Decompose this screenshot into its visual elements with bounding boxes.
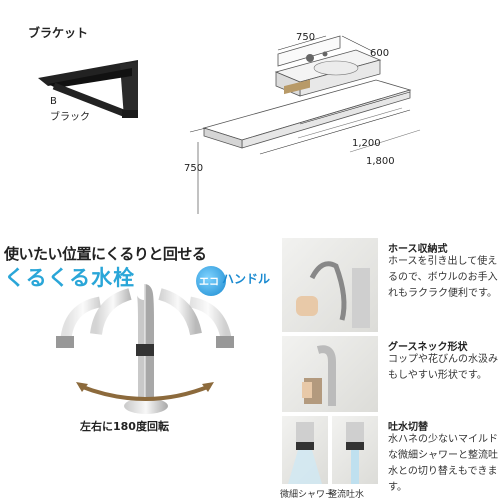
dim-depth: 600 <box>370 48 390 59</box>
dim-length-1800: 1,800 <box>366 156 395 167</box>
hose-storage-photo <box>282 238 378 332</box>
shower-spray-photo <box>282 416 328 484</box>
bracket-title: ブラケット <box>28 26 89 40</box>
straight-flow-photo <box>332 416 378 484</box>
feature-desc-spout-switch: 水ハネの少ないマイルド な微細シャワーと整流吐 水との切り替えもできま す。 <box>388 434 498 493</box>
dim-width-top: 750 <box>296 32 316 43</box>
feature-headline: 使いたい位置にくるりと回せる <box>4 245 207 263</box>
feature-desc-hose: ホースを引き出して使え るので、ボウルのお手入 れもラクラク便利です。 <box>388 256 498 299</box>
label-fine-shower: 微細シャワー <box>280 490 335 500</box>
dim-height: 750 <box>184 163 204 174</box>
eco-logo-text: ハンドル <box>222 272 271 286</box>
feature-title-spout-switch: 吐水切替 <box>388 422 428 433</box>
faucet-rotation-illustration <box>56 284 234 414</box>
counter-dimension-drawing <box>189 35 421 214</box>
product-name: くるくる水栓 <box>4 266 136 290</box>
bracket-color-label: ブラック <box>50 112 90 123</box>
feature-title-gooseneck: グースネック形状 <box>388 342 468 353</box>
eco-logo-prefix: エコ <box>199 277 219 288</box>
feature-title-hose: ホース収納式 <box>388 244 448 255</box>
bracket-illustration <box>38 60 138 118</box>
eco-logo-circle <box>196 266 226 296</box>
feature-desc-gooseneck: コップや花びんの水汲み もしやすい形状です。 <box>388 354 498 381</box>
label-straight-flow: 整流吐水 <box>328 490 365 500</box>
gooseneck-photo <box>282 336 378 412</box>
dim-length-1200: 1,200 <box>352 138 381 149</box>
bracket-code: B <box>50 96 57 107</box>
rotation-caption: 左右に180度回転 <box>80 420 169 433</box>
